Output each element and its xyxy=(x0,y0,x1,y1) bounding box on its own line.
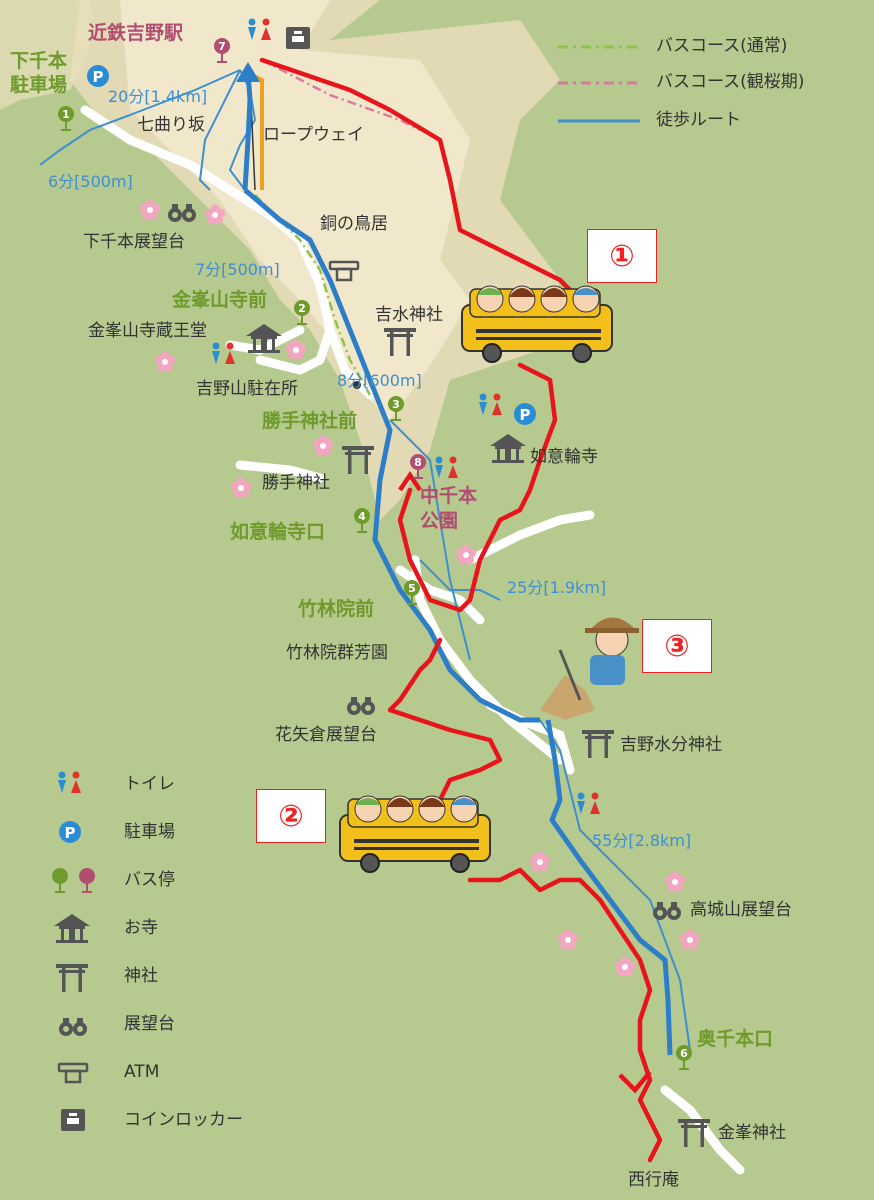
walk-time-t4: 8分[600m] xyxy=(337,371,422,390)
legend-parking: 駐車場 xyxy=(124,822,175,842)
bus-stop-chikurinin-mae: 竹林院前 xyxy=(298,598,375,620)
legend-toilet: トイレ xyxy=(124,774,175,794)
place-chikurinin-gunpoen: 竹林院群芳園 xyxy=(286,643,388,663)
legend-bus-stop: バス停 xyxy=(124,870,175,890)
bus-stop-shimosenbon-parking-2: 駐車場 xyxy=(10,74,68,96)
bus-stop-number-katte_jinja_mae: 3 xyxy=(392,398,400,411)
bus-stop-kinpusenji-mae: 金峯山寺前 xyxy=(172,289,268,311)
bus-stop-number-chikurinin_mae: 5 xyxy=(408,582,416,595)
walk-time-t6: 55分[2.8km] xyxy=(592,831,692,850)
walk-time-t5: 25分[1.9km] xyxy=(507,578,607,597)
place-kinpu-jinja: 金峯神社 xyxy=(718,1123,786,1143)
bus-stop-katte-jinja-mae: 勝手神社前 xyxy=(262,410,358,432)
temple-icon xyxy=(54,914,90,944)
callout-1: ① xyxy=(587,229,657,283)
atm-icon xyxy=(59,1064,87,1084)
walk-time-t3: 7分[500m] xyxy=(195,260,280,279)
bus-stop-number-okusenbon_guchi: 6 xyxy=(680,1047,688,1060)
callout-3: ③ xyxy=(642,619,712,673)
place-saigyoan: 西行庵 xyxy=(628,1170,679,1190)
shrine-icon xyxy=(56,964,88,992)
place-takagiyama-tenbodai: 高城山展望台 xyxy=(690,900,792,920)
bus-stop-number-nyoirinji_guchi: 4 xyxy=(358,510,366,523)
place-nyoirinji: 如意輪寺 xyxy=(530,447,598,467)
legend-observatory: 展望台 xyxy=(124,1014,175,1034)
place-hanayagura-tenbodai: 花矢倉展望台 xyxy=(275,725,377,745)
bus-stop-number-nakasenbon_koen: 8 xyxy=(414,456,422,469)
place-katte-jinja: 勝手神社 xyxy=(262,473,330,493)
observatory-icon xyxy=(59,1016,87,1038)
legend-atm: ATM xyxy=(124,1062,160,1082)
place-nanamagari: 七曲り坂 xyxy=(137,115,205,135)
walk-time-t1: 20分[1.4km] xyxy=(108,87,208,106)
legend-walk-route: 徒歩ルート xyxy=(656,110,741,130)
legend-bus-cherry: バスコース(観桜期) xyxy=(656,72,805,92)
coin-locker-icon xyxy=(61,1109,85,1131)
bus-stop-nakasenbon-koen-2: 公園 xyxy=(420,510,459,532)
bus-stop-number-shimosenbon_parking: 1 xyxy=(62,108,70,121)
place-shimosenbon-tenbodai: 下千本展望台 xyxy=(83,232,185,252)
place-kinpusenji-zaodo: 金峯山寺蔵王堂 xyxy=(88,321,207,341)
place-yoshino-mikumari-jinja: 吉野水分神社 xyxy=(620,735,722,755)
bus-stop-shimosenbon-parking-1: 下千本 xyxy=(10,50,68,72)
parking-icon xyxy=(58,820,82,844)
bus-stop-nakasenbon-koen-1: 中千本 xyxy=(420,485,478,507)
place-yoshimizu-jinja: 吉水神社 xyxy=(375,305,443,325)
walk-time-t2: 6分[500m] xyxy=(48,172,133,191)
place-ropeway: ロープウェイ xyxy=(263,125,364,145)
place-dou-no-torii: 銅の鳥居 xyxy=(320,214,388,234)
bus-stop-number-kintetsu_yoshino: 7 xyxy=(218,40,226,53)
legend-temple: お寺 xyxy=(124,918,158,938)
bus-stop-icon xyxy=(50,866,96,894)
bus-stop-number-kinpusenji_mae: 2 xyxy=(298,302,306,315)
place-yoshinoyama-chuzaisho: 吉野山駐在所 xyxy=(196,379,298,399)
legend-shrine: 神社 xyxy=(124,966,158,986)
bus-stop-okusenbon-guchi: 奥千本口 xyxy=(697,1028,774,1050)
bus-stop-nyoirinji-guchi: 如意輪寺口 xyxy=(230,521,326,543)
legend-coin-locker: コインロッカー xyxy=(124,1110,243,1130)
toilet-icon xyxy=(55,770,85,800)
callout-2: ② xyxy=(256,789,326,843)
bus-stop-kintetsu-yoshino: 近鉄吉野駅 xyxy=(88,22,184,44)
legend-bus-normal: バスコース(通常) xyxy=(656,36,788,56)
